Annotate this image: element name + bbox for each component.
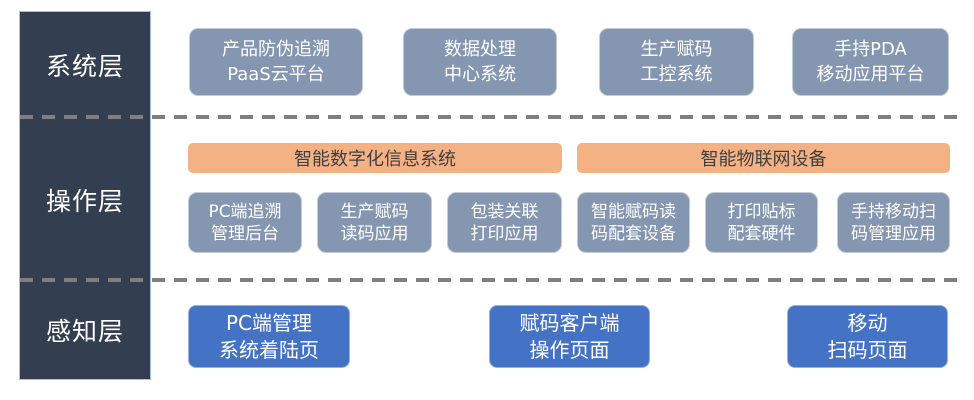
box-text-line: 生产赋码 xyxy=(640,39,713,60)
group-header-digital-info-system: 智能数字化信息系统 xyxy=(188,143,562,173)
box-text-line: 工控系统 xyxy=(640,64,713,85)
box-packaging-print-app: 包装关联 打印应用 xyxy=(447,192,562,253)
box-handheld-scan-app: 手持移动扫 码管理应用 xyxy=(837,192,950,253)
layer-divider-bottom xyxy=(20,278,960,282)
layer-label-operation: 操作层 xyxy=(45,186,124,216)
box-text-line: 手持PDA xyxy=(834,39,907,60)
box-coding-client-page: 赋码客户端 操作页面 xyxy=(489,305,650,368)
box-text-line: 移动应用平台 xyxy=(816,64,925,85)
box-text-line: 操作页面 xyxy=(529,337,610,362)
box-production-coding-control: 生产赋码 工控系统 xyxy=(599,28,754,96)
layer-sidebar: 系统层 操作层 感知层 xyxy=(19,11,151,380)
box-pda-mobile-platform: 手持PDA 移动应用平台 xyxy=(792,28,949,96)
box-text-line: 系统着陆页 xyxy=(219,337,319,362)
box-pc-landing-page: PC端管理 系统着陆页 xyxy=(188,305,350,368)
box-data-processing-center: 数据处理 中心系统 xyxy=(403,28,557,96)
box-print-label-hardware: 打印贴标 配套硬件 xyxy=(705,192,818,253)
box-text-line: 管理后台 xyxy=(211,223,279,244)
box-text-line: 读码应用 xyxy=(340,223,409,244)
box-smart-coding-devices: 智能赋码读 码配套设备 xyxy=(577,192,690,253)
box-text-line: 智能赋码读 xyxy=(591,201,676,222)
layer-divider-top xyxy=(20,115,960,119)
box-mobile-scan-page: 移动 扫码页面 xyxy=(787,305,948,368)
box-text-line: 配套硬件 xyxy=(727,223,796,244)
layer-label-system: 系统层 xyxy=(45,52,124,81)
box-text-line: 赋码客户端 xyxy=(519,310,620,335)
box-text-line: 移动 xyxy=(847,310,888,335)
box-text-line: 产品防伪追溯 xyxy=(222,39,330,60)
box-text-line: 打印应用 xyxy=(470,223,539,244)
group-header-iot-devices: 智能物联网设备 xyxy=(577,143,950,173)
box-text-line: PaaS云平台 xyxy=(227,64,325,85)
box-text-line: 码配套设备 xyxy=(591,223,676,244)
box-text-line: 打印贴标 xyxy=(727,201,796,222)
box-text-line: 包装关联 xyxy=(470,201,539,222)
box-pc-trace-admin: PC端追溯 管理后台 xyxy=(188,192,302,253)
box-text-line: 码管理应用 xyxy=(851,223,936,244)
box-production-readcode-app: 生产赋码 读码应用 xyxy=(317,192,432,253)
layer-label-perception: 感知层 xyxy=(45,317,124,346)
box-text-line: 中心系统 xyxy=(444,64,516,85)
box-text-line: PC端追溯 xyxy=(208,201,282,222)
box-text-line: PC端管理 xyxy=(225,310,313,335)
box-text-line: 扫码页面 xyxy=(827,337,908,362)
box-paas-cloud-platform: 产品防伪追溯 PaaS云平台 xyxy=(189,28,363,96)
box-text-line: 数据处理 xyxy=(444,39,516,60)
box-text-line: 手持移动扫 xyxy=(851,201,936,222)
box-text-line: 生产赋码 xyxy=(340,201,409,222)
